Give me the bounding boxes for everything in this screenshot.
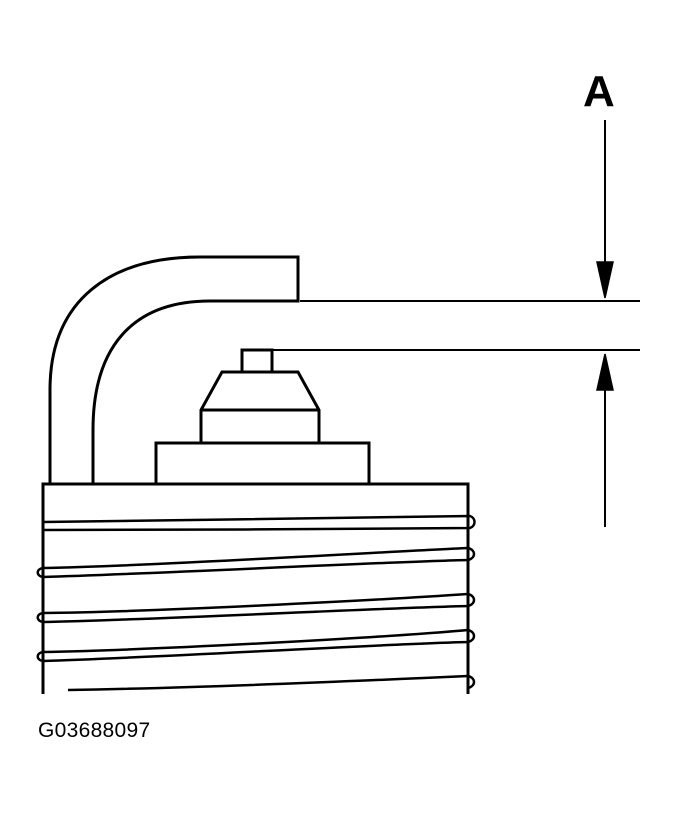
ground-electrode [48, 255, 300, 483]
insulator-tip [199, 370, 321, 443]
figure-code: G03688097 [38, 719, 151, 742]
threaded-shell [41, 482, 470, 694]
dimension-label-a: A [583, 67, 615, 116]
insulator-base [154, 441, 371, 486]
thread-lines [36, 514, 476, 692]
center-electrode [240, 348, 274, 374]
dimension-arrow-bottom-head [596, 353, 614, 391]
dimension-arrow-top-head [596, 261, 614, 299]
